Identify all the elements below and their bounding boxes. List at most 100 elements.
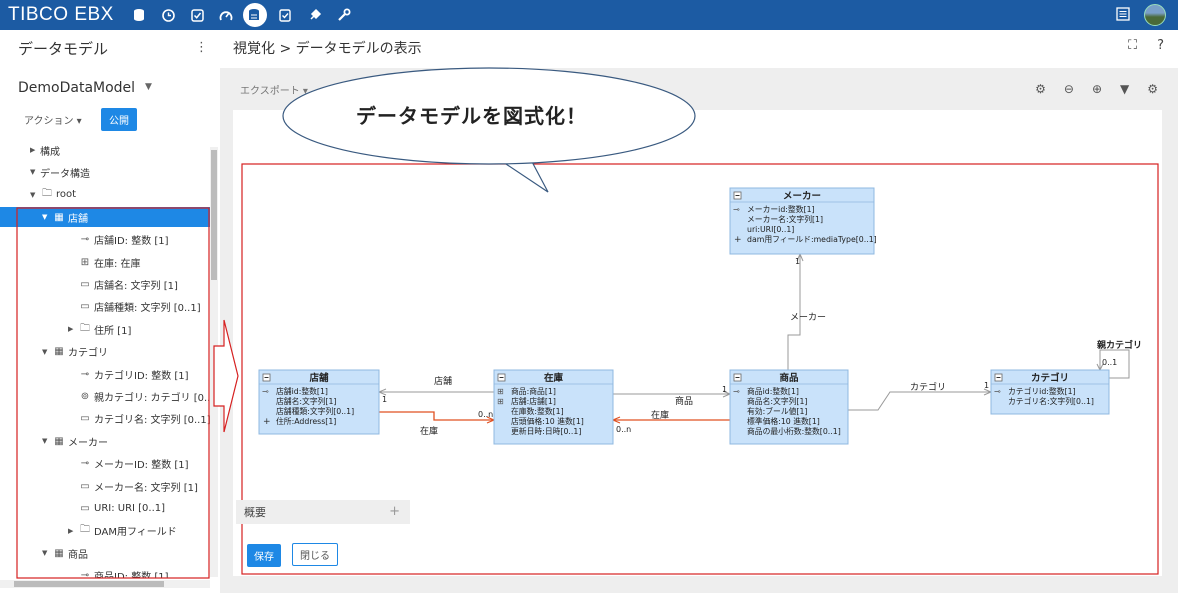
- tree-item[interactable]: ▼▦商品: [42, 543, 88, 563]
- filter-icon[interactable]: ▼: [1120, 82, 1130, 96]
- tree-item-label: メーカーID: 整数 [1]: [94, 460, 189, 472]
- entity-box[interactable]: [729, 369, 849, 445]
- tree-item[interactable]: ▼▦メーカー: [42, 431, 108, 451]
- collapse-caret-icon[interactable]: ▶: [30, 146, 36, 154]
- clock-icon[interactable]: [158, 5, 178, 25]
- scrollbar-thumb[interactable]: [211, 150, 217, 280]
- tree-item[interactable]: ⊸カテゴリID: 整数 [1]: [78, 364, 189, 384]
- tree-item[interactable]: ▭ 店舗種類: 文字列 [0..1]: [78, 297, 201, 317]
- entity-field: 住所:Address[1]: [276, 416, 336, 426]
- highlight-frame: [241, 163, 1159, 575]
- tree-item[interactable]: ▭メーカー名: 文字列 [1]: [78, 476, 198, 496]
- collapse-caret-icon[interactable]: ▶: [68, 325, 74, 334]
- tree-item[interactable]: ⊸店舗ID: 整数 [1]: [78, 230, 169, 250]
- expand-caret-icon[interactable]: ▼: [42, 347, 48, 356]
- entity-box[interactable]: [990, 369, 1110, 415]
- entity-field: メーカー名:文字列[1]: [747, 214, 823, 224]
- kebab-menu-icon[interactable]: ⋮: [195, 40, 208, 55]
- tree-item-label: DAM用フィールド: [94, 527, 177, 539]
- save-button[interactable]: 保存: [247, 544, 281, 567]
- dashboard-icon[interactable]: [216, 5, 236, 25]
- layout-icon[interactable]: ⚙: [1035, 82, 1046, 96]
- data-structure-tree: ▶構成▼データ構造▼🗀root▼▦店舗⊸店舗ID: 整数 [1]⊞在庫: 在庫▭…: [0, 138, 210, 578]
- tree-item[interactable]: ▭カテゴリ名: 文字列 [0..1]: [78, 409, 210, 429]
- tree-item[interactable]: ⊚親カテゴリ: カテゴリ [0..1]: [78, 386, 210, 406]
- data-model-panel: データモデル ⋮ DemoDataModel ▼ アクション ▾ 公開 ▶構成▼…: [0, 30, 220, 593]
- database-icon[interactable]: [129, 5, 149, 25]
- panel-title: データモデル: [18, 40, 109, 58]
- export-menu-button[interactable]: エクスポート ▾: [240, 86, 308, 97]
- tree-item[interactable]: ▶🗀住所 [1]: [68, 319, 131, 339]
- plug-icon[interactable]: [305, 5, 325, 25]
- settings-icon[interactable]: ⚙: [1147, 82, 1158, 96]
- arrow-annotation: [213, 319, 239, 433]
- folder-icon: 🗀: [80, 322, 90, 334]
- folder-icon: 🗀: [80, 524, 90, 536]
- key-icon: ⊸: [994, 387, 1001, 396]
- tree-item[interactable]: ▭店舗名: 文字列 [1]: [78, 274, 178, 294]
- field-icon: ▭: [80, 278, 90, 290]
- expand-plus-icon: +: [263, 417, 271, 427]
- fullscreen-icon[interactable]: ⛶: [1127, 38, 1138, 53]
- expand-caret-icon[interactable]: ▼: [42, 213, 48, 222]
- expand-caret-icon[interactable]: ▼: [42, 437, 48, 446]
- entity-box[interactable]: [258, 369, 380, 435]
- tree-item-label: メーカー名: 文字列 [1]: [94, 482, 198, 494]
- action-menu-button[interactable]: アクション ▾: [24, 116, 82, 127]
- entity-box[interactable]: [493, 369, 614, 445]
- folder-icon: 🗀: [42, 188, 52, 200]
- expand-caret-icon[interactable]: ▼: [30, 190, 36, 199]
- relation-label: 在庫: [651, 409, 669, 421]
- top-bar: TIBCO EBX: [0, 0, 1178, 30]
- fk-icon: ⊚: [80, 390, 90, 402]
- tree-item-label: メーカー: [68, 437, 108, 449]
- tree-item[interactable]: ▼🗀root: [30, 185, 76, 205]
- help-icon[interactable]: ?: [1157, 38, 1164, 53]
- tree-item[interactable]: ⊞在庫: 在庫: [78, 252, 141, 272]
- entity-field: 店舗id:整数[1]: [276, 386, 328, 396]
- list-view-icon[interactable]: [1116, 6, 1130, 25]
- checkbox-icon[interactable]: [187, 5, 207, 25]
- tree-item[interactable]: ⊸商品ID: 整数 [1]: [78, 566, 169, 578]
- tree-item-label: カテゴリ: [68, 348, 108, 360]
- expand-plus-icon: +: [734, 235, 742, 245]
- overview-panel[interactable]: 概要 +: [236, 500, 410, 524]
- diagram-canvas[interactable]: [233, 110, 1162, 576]
- field-icon: ▭: [80, 301, 90, 313]
- expand-caret-icon[interactable]: ▼: [42, 549, 48, 558]
- tree-item[interactable]: ▼▦店舗: [0, 207, 210, 228]
- collapse-caret-icon[interactable]: ▶: [68, 526, 74, 535]
- tibco-ebx-logo: TIBCO EBX: [8, 4, 114, 25]
- tree-item[interactable]: ▶構成: [30, 140, 60, 160]
- publish-button[interactable]: 公開: [101, 108, 137, 131]
- tree-item-label: 店舗種類: 文字列 [0..1]: [94, 303, 201, 315]
- cardinality-label: 1: [984, 381, 989, 390]
- expand-caret-icon[interactable]: ▼: [30, 168, 36, 177]
- callout-bubble: [282, 67, 696, 165]
- horizontal-scrollbar-thumb[interactable]: [14, 581, 164, 587]
- table-icon: ▦: [54, 346, 64, 358]
- entity-box[interactable]: [729, 187, 875, 255]
- chevron-down-icon[interactable]: ▼: [145, 82, 152, 92]
- zoom-in-icon[interactable]: ⊕: [1091, 82, 1102, 96]
- tree-item[interactable]: ⊸メーカーID: 整数 [1]: [78, 454, 189, 474]
- cardinality-label: 1: [722, 385, 727, 394]
- tree-item[interactable]: ▼ データ構造: [30, 162, 90, 182]
- tree-item-label: データ構造: [40, 168, 90, 180]
- zoom-out-icon[interactable]: ⊖: [1063, 82, 1074, 96]
- close-button[interactable]: 閉じる: [292, 543, 338, 566]
- entity-field: カテゴリid:整数[1]: [1008, 386, 1076, 396]
- key-icon: ⊸: [80, 368, 90, 380]
- tree-item[interactable]: ▼ ▦ カテゴリ: [42, 342, 108, 362]
- entity-field: dam用フィールド:mediaType[0..1]: [747, 235, 877, 244]
- edit-check-icon[interactable]: [276, 5, 296, 25]
- entity-title: 在庫: [544, 372, 564, 384]
- tree-item[interactable]: ▶ 🗀 DAM用フィールド: [68, 521, 177, 541]
- model-selector[interactable]: DemoDataModel: [18, 80, 136, 96]
- expand-plus-icon[interactable]: +: [389, 504, 400, 519]
- user-avatar[interactable]: [1144, 4, 1166, 26]
- wrench-icon[interactable]: [334, 5, 354, 25]
- data-model-icon[interactable]: [243, 3, 267, 27]
- tree-item[interactable]: ▭URI: URI [0..1]: [78, 498, 165, 518]
